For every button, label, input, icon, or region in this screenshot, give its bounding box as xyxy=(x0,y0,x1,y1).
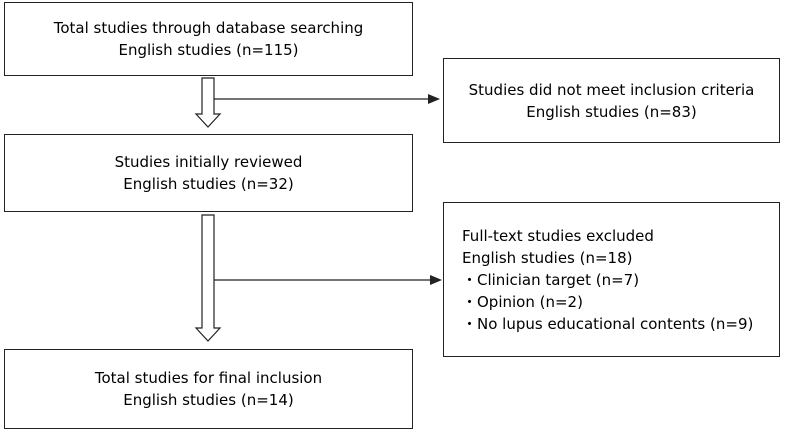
box-not-meet-criteria-title: Studies did not meet inclusion criteria xyxy=(468,80,755,99)
exclusion-reason-item: ・No lupus educational contents (n=9) xyxy=(462,314,754,333)
box-database-search-count: English studies (n=115) xyxy=(118,41,299,59)
box-final-inclusion-count: English studies (n=14) xyxy=(123,391,294,409)
down-arrow-2 xyxy=(194,214,222,342)
box-initially-reviewed-count: English studies (n=32) xyxy=(123,175,294,193)
box-database-search-title: Total studies through database searching xyxy=(53,19,364,37)
exclusion-reason-item: ・Opinion (n=2) xyxy=(462,292,583,311)
box-not-meet-criteria: Studies did not meet inclusion criteria … xyxy=(443,58,780,143)
box-initially-reviewed-title: Studies initially reviewed xyxy=(114,153,303,171)
box-final-inclusion-title: Total studies for final inclusion xyxy=(94,369,323,387)
box-final-inclusion: Total studies for final inclusion Englis… xyxy=(4,349,413,429)
down-arrow-1 xyxy=(194,77,222,128)
box-not-meet-criteria-count: English studies (n=83) xyxy=(526,102,697,121)
side-arrow-1-head xyxy=(428,94,440,104)
exclusion-reason-item: ・Clinician target (n=7) xyxy=(462,270,640,289)
box-fulltext-excluded-title: Full-text studies excluded xyxy=(462,226,654,245)
box-fulltext-excluded-count: English studies (n=18) xyxy=(462,248,633,267)
box-initially-reviewed: Studies initially reviewed English studi… xyxy=(4,134,413,212)
box-fulltext-excluded: Full-text studies excluded English studi… xyxy=(443,202,780,357)
side-arrow-2-head xyxy=(430,275,442,285)
box-database-search: Total studies through database searching… xyxy=(4,2,413,76)
